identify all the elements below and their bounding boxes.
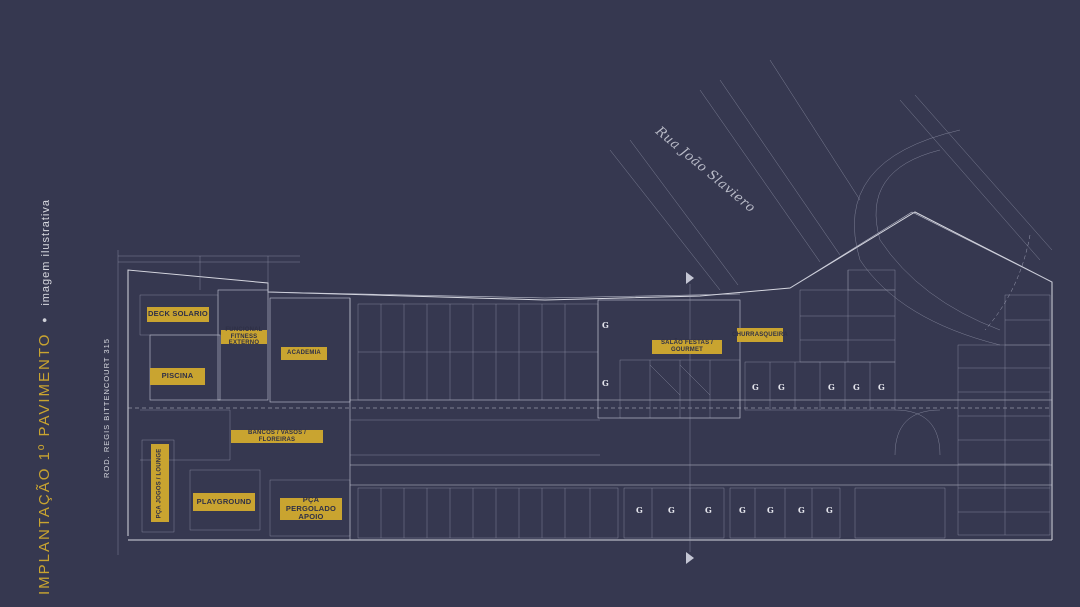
garbage-icon: G [826, 505, 833, 515]
garbage-icon: G [668, 505, 675, 515]
garbage-icon: G [878, 382, 885, 392]
area-pca-pergolado: PÇA PERGOLADO APOIO [280, 495, 342, 521]
garbage-icon: G [767, 505, 774, 515]
garbage-icon: G [828, 382, 835, 392]
garbage-icon: G [739, 505, 746, 515]
area-churrasqueira: CHURRASQUEIRA [732, 328, 788, 342]
garbage-icon: G [602, 320, 609, 330]
garbage-icon: G [798, 505, 805, 515]
garbage-icon: G [853, 382, 860, 392]
area-bancos-vasos: BANCOS / VASOS / FLOREIRAS [231, 430, 323, 443]
area-deck-solario: DECK SOLARIO [147, 307, 209, 322]
area-pca-jogos-lounge: PÇA JOGOS / LOUNGE [151, 444, 169, 522]
garbage-icon: G [752, 382, 759, 392]
area-salao-festas: SALÃO FESTAS / GOURMET [652, 340, 722, 354]
garbage-icon: G [778, 382, 785, 392]
garbage-icon: G [602, 378, 609, 388]
area-piscina: PISCINA [150, 368, 205, 385]
area-academia: ACADEMIA [281, 347, 327, 360]
garbage-icon: G [636, 505, 643, 515]
area-pca-jogos-label: PÇA JOGOS / LOUNGE [156, 448, 163, 518]
area-playground: PLAYGROUND [193, 493, 255, 511]
garbage-icon: G [705, 505, 712, 515]
area-funcional-fitness: FUNCIONAL FITNESS EXTERNO [221, 327, 267, 346]
